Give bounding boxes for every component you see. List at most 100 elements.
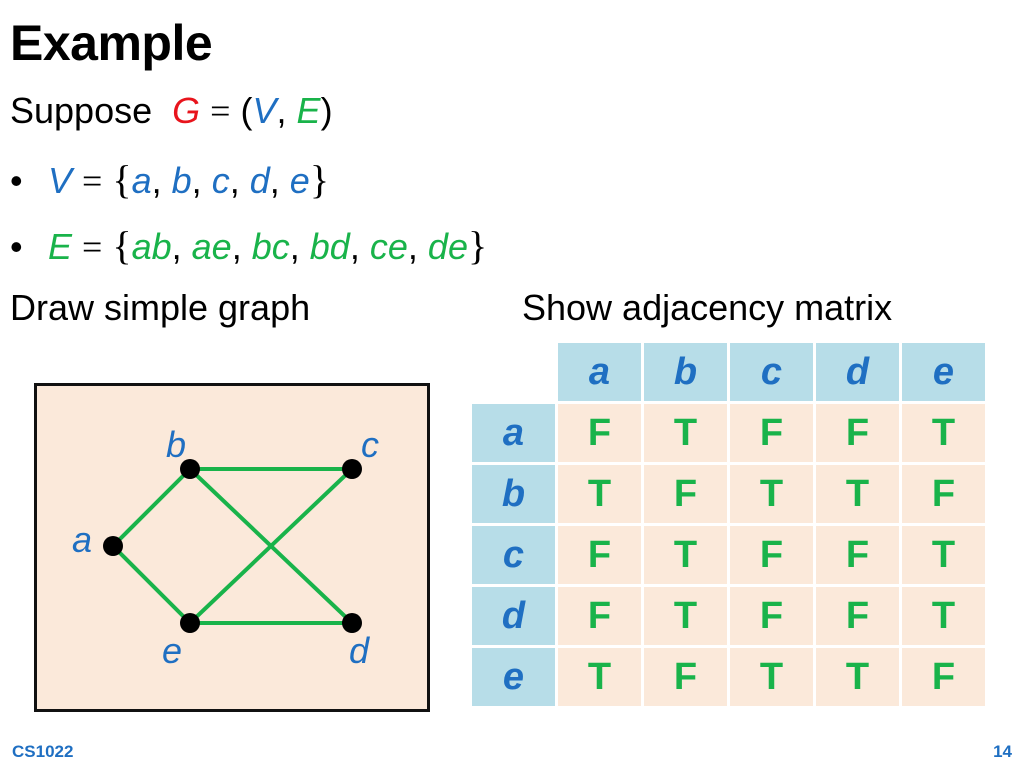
matrix-column-header: c [730,343,813,401]
matrix-cell: T [816,465,899,523]
matrix-cell: T [558,465,641,523]
matrix-column-header: a [558,343,641,401]
vertex-item: b [171,160,192,201]
comma: , [151,160,162,201]
graph-symbol: G [172,90,201,131]
matrix-cell: T [558,648,641,706]
vertex-item: a [131,160,152,201]
matrix-cell: T [644,526,727,584]
matrix-cell: F [730,404,813,462]
edge-item: bd [309,226,350,267]
matrix-cell: T [902,526,985,584]
vertex-label-d: d [349,630,370,671]
matrix-row-header: c [472,526,555,584]
vertex-item: e [289,160,310,201]
slide-title: Example [10,15,213,71]
matrix-cell: F [902,465,985,523]
matrix-row-header: e [472,648,555,706]
matrix-cell: F [816,587,899,645]
graph-diagram: a b c d e [72,424,379,671]
matrix-row-header: a [472,404,555,462]
vertex-set-line: • V = {a, b, c, d, e} [10,156,329,203]
comma: , [191,160,202,201]
comma: , [171,226,182,267]
graph-drawing-box: a b c d e [34,383,430,712]
page-number: 14 [993,742,1012,761]
matrix-cell: F [558,526,641,584]
vertex-label-e: e [162,630,182,671]
close-brace: } [309,157,330,202]
course-code: CS1022 [12,742,74,761]
matrix-cell: F [558,587,641,645]
close-brace: } [467,223,488,268]
equals-sign: = [210,91,231,131]
vertex-c-dot [342,459,362,479]
matrix-cell: T [730,465,813,523]
suppose-line: Suppose G = (V, E) [10,90,333,132]
right-heading: Show adjacency matrix [522,287,893,328]
vertex-b-dot [180,459,200,479]
equals-sign: = [82,227,103,267]
matrix-row-header: b [472,465,555,523]
open-paren: ( [240,90,253,131]
comma: , [231,226,242,267]
comma: , [229,160,240,201]
matrix-column-header: b [644,343,727,401]
matrix-cell: F [816,404,899,462]
comma: , [289,226,300,267]
matrix-cell: F [902,648,985,706]
edge-item: de [427,226,468,267]
close-paren: ) [320,90,333,131]
matrix-cell: F [644,648,727,706]
vertex-item: d [249,160,270,201]
matrix-cell: T [644,587,727,645]
v-symbol: V [48,160,73,201]
vertex-item: c [211,160,230,201]
matrix-cell: F [730,587,813,645]
edge-ab [111,467,192,548]
matrix-cell: T [730,648,813,706]
equals-sign: = [82,161,103,201]
matrix-cell: T [644,404,727,462]
matrix-row-header: d [472,587,555,645]
vertex-list: a, b, c, d, e [132,160,310,201]
e-symbol: E [296,90,321,131]
bullet: • [10,226,23,267]
e-symbol: E [48,226,73,267]
v-symbol: V [252,90,277,131]
matrix-cell: F [816,526,899,584]
matrix-cell: F [644,465,727,523]
vertex-label-c: c [361,424,379,465]
vertex-e-dot [180,613,200,633]
matrix-cell: T [902,587,985,645]
edge-item: ab [131,226,172,267]
vertex-label-b: b [166,424,186,465]
edge-item: ae [191,226,232,267]
matrix-corner [472,343,555,401]
vertex-a-dot [103,536,123,556]
open-brace: { [112,157,132,202]
comma: , [269,160,280,201]
matrix-column-header: e [902,343,985,401]
edge-ae [111,544,192,625]
edge-set-line: • E = {ab, ae, bc, bd, ce, de} [10,222,487,269]
edge-list: ab, ae, bc, bd, ce, de [132,226,468,267]
matrix-column-header: d [816,343,899,401]
matrix-cell: F [730,526,813,584]
matrix-cell: F [558,404,641,462]
suppose-text: Suppose [10,90,153,131]
matrix-cell: T [902,404,985,462]
comma: , [407,226,418,267]
open-brace: { [112,223,132,268]
bullet: • [10,160,23,201]
vertex-d-dot [342,613,362,633]
edge-item: bc [251,226,290,267]
edge-ce [188,467,354,625]
vertex-label-a: a [72,519,92,560]
